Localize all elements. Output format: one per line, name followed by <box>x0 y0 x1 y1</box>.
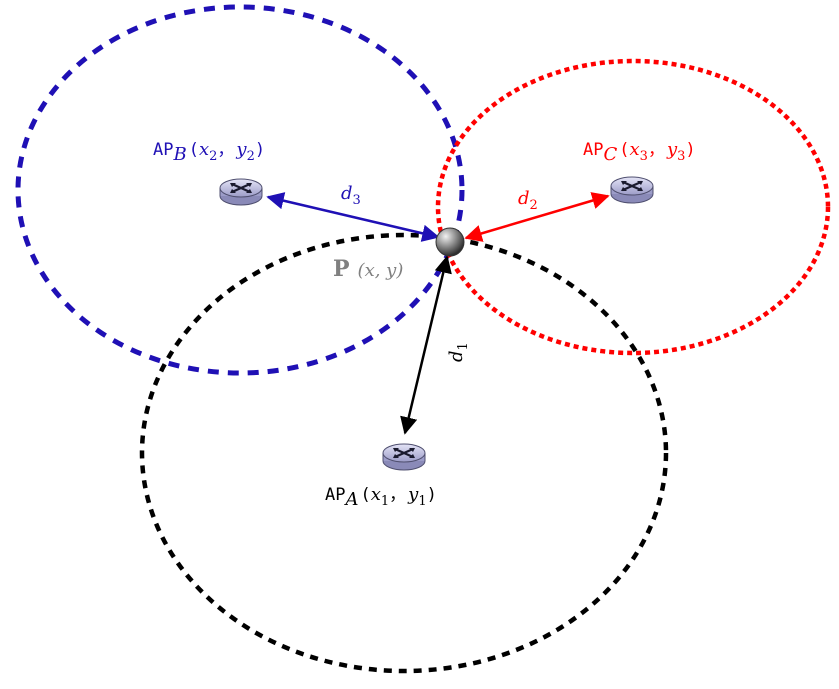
router-icon-ap-a <box>381 442 427 472</box>
point-label: P (x, y) <box>333 256 403 282</box>
router-icon-ap-c <box>609 175 655 205</box>
ap-b-label: APB(x2，y2) <box>153 139 265 165</box>
coverage-circle-b <box>15 4 465 376</box>
distance-arrow-d3 <box>266 192 440 242</box>
coverage-circle-c <box>435 58 831 356</box>
ap-a-label: APA(x1，y1) <box>325 484 437 510</box>
distance-label-d3: d3 <box>341 183 361 208</box>
distance-arrow-d2 <box>464 192 610 242</box>
ap-c-label: APC(x3，y3) <box>583 139 696 165</box>
distance-label-d1: d1 <box>446 342 471 362</box>
router-icon-ap-b <box>218 177 264 207</box>
distance-label-d2: d2 <box>518 188 538 213</box>
point-marker-icon <box>435 227 465 257</box>
distance-arrow-d1 <box>400 255 452 435</box>
